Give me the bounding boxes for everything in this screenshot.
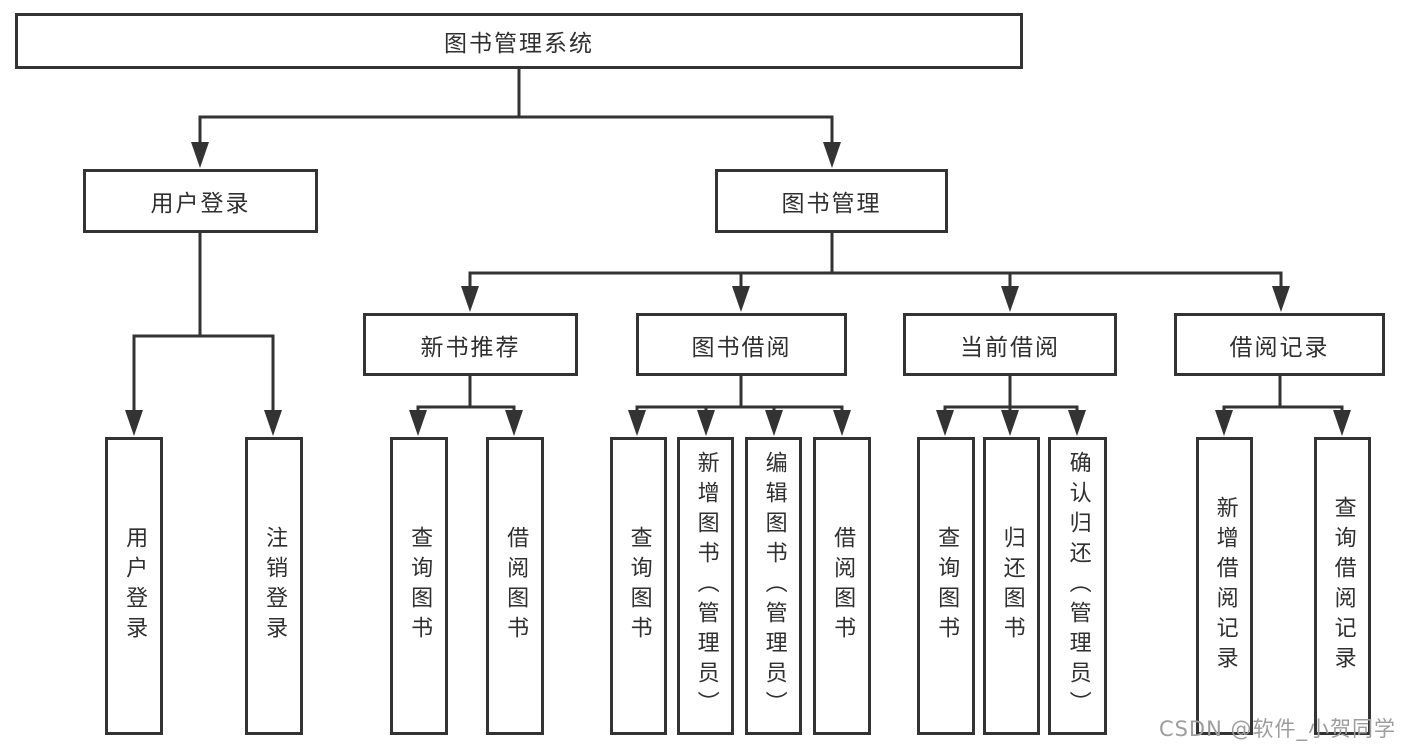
leaf-edit-book-admin: 编辑图书（管理员）: [745, 437, 802, 735]
group-new-book-recommend: 新书推荐: [363, 313, 578, 376]
leaf-add-book-admin: 新增图书（管理员）: [677, 437, 734, 735]
leaf-borrow-books-recommend: 借阅图书: [486, 437, 544, 735]
node-label: 查询图书: [934, 526, 960, 646]
node-label: 新增借阅记录: [1212, 496, 1238, 676]
node-label: 新增图书（管理员）: [693, 451, 719, 721]
node-label: 归还图书: [999, 526, 1025, 646]
node-label: 新书推荐: [420, 334, 521, 361]
leaf-borrow-books: 借阅图书: [813, 437, 871, 735]
branch-book-management: 图书管理: [715, 169, 948, 233]
leaf-logout: 注销登录: [245, 437, 303, 735]
node-label: 确认归还（管理员）: [1065, 451, 1091, 721]
node-label: 查询图书: [626, 526, 652, 646]
branch-user-login: 用户登录: [83, 169, 318, 233]
leaf-query-books-recommend: 查询图书: [390, 437, 448, 735]
node-label: 图书管理系统: [444, 31, 594, 57]
node-label: 图书借阅: [691, 334, 792, 361]
node-label: 注销登录: [262, 526, 288, 646]
node-label: 借阅图书: [503, 526, 529, 646]
node-label: 编辑图书（管理员）: [761, 451, 787, 721]
node-label: 借阅记录: [1229, 334, 1330, 361]
leaf-user-login: 用户登录: [105, 437, 163, 735]
group-borrow-records: 借阅记录: [1174, 313, 1385, 376]
leaf-query-books-borrow: 查询图书: [610, 437, 667, 735]
group-book-borrow: 图书借阅: [636, 313, 847, 376]
watermark: CSDN @软件_小贺同学: [1158, 717, 1396, 741]
node-label: 借阅图书: [830, 526, 856, 646]
node-library-system: 图书管理系统: [15, 13, 1023, 69]
node-label: 图书管理: [781, 191, 882, 217]
node-label: 当前借阅: [960, 334, 1060, 361]
leaf-add-borrow-record: 新增借阅记录: [1196, 437, 1253, 735]
leaf-return-book: 归还图书: [983, 437, 1040, 735]
node-label: 用户登录: [122, 526, 148, 646]
node-label: 查询图书: [407, 526, 433, 646]
group-current-borrow: 当前借阅: [903, 313, 1117, 376]
leaf-confirm-return-admin: 确认归还（管理员）: [1048, 437, 1107, 735]
node-label: 用户登录: [150, 191, 251, 217]
leaf-query-borrow-record: 查询借阅记录: [1314, 437, 1371, 735]
node-label: 查询借阅记录: [1330, 496, 1356, 676]
leaf-query-books-current: 查询图书: [917, 437, 975, 735]
